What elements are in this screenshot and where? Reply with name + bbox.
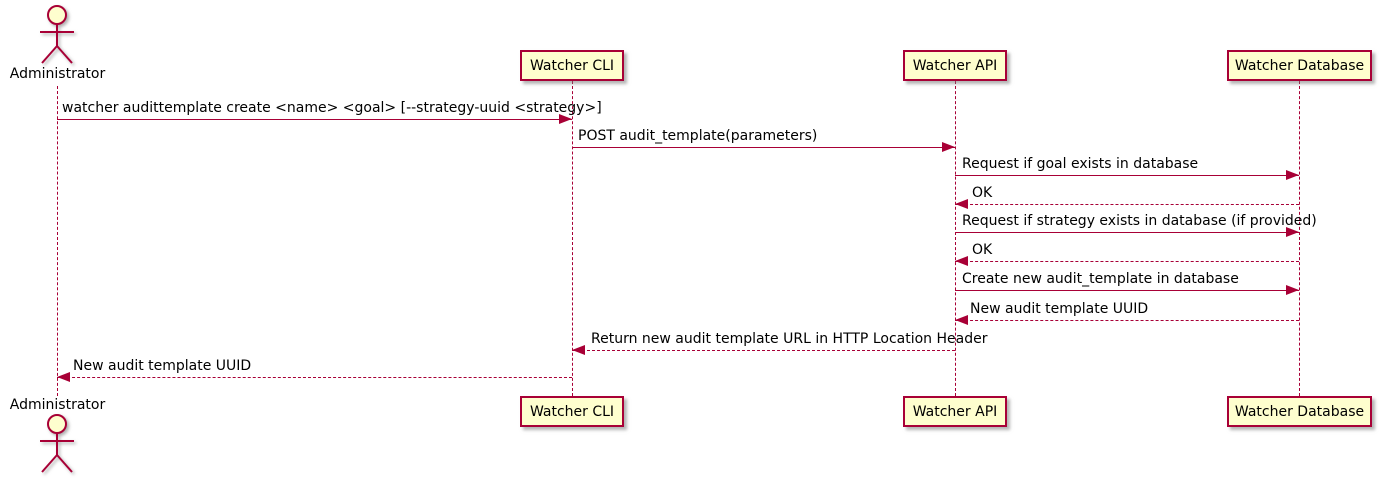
arrowhead-left-icon [57, 372, 70, 382]
participant-box-watcher-database-top: Watcher Database [1227, 50, 1372, 81]
message-label: POST audit_template(parameters) [578, 128, 818, 144]
message-arrow-line [955, 232, 1299, 233]
message-label: New audit template UUID [970, 301, 1149, 317]
lifeline-watcher-api [955, 81, 956, 396]
message-arrow-line [572, 350, 955, 351]
arrowhead-right-icon [1286, 227, 1299, 237]
participant-box-watcher-cli-bottom: Watcher CLI [520, 396, 624, 427]
message-arrow-line [955, 261, 1299, 262]
participant-label: Watcher CLI [529, 57, 615, 74]
arrowhead-right-icon [942, 142, 955, 152]
participant-box-watcher-api-bottom: Watcher API [903, 396, 1007, 427]
message-arrow-line [572, 147, 955, 148]
participant-label: Watcher Database [1234, 403, 1365, 420]
arrowhead-right-icon [559, 114, 572, 124]
participant-box-watcher-database-bottom: Watcher Database [1227, 396, 1372, 427]
arrowhead-left-icon [572, 345, 585, 355]
message-arrow-line [955, 204, 1299, 205]
message-arrow-line [57, 119, 572, 120]
arrowhead-left-icon [955, 199, 968, 209]
actor-figure-icon [31, 4, 83, 70]
message-label: Return new audit template URL in HTTP Lo… [591, 331, 988, 347]
message-label: OK [972, 185, 993, 201]
participant-label: Watcher API [912, 403, 998, 420]
message-arrow-line [57, 377, 572, 378]
lifeline-watcher-database [1299, 81, 1300, 396]
lifeline-administrator [57, 86, 58, 396]
message-label: Request if goal exists in database [962, 156, 1199, 172]
arrowhead-left-icon [955, 256, 968, 266]
participant-box-watcher-api-top: Watcher API [903, 50, 1007, 81]
arrowhead-right-icon [1286, 170, 1299, 180]
arrowhead-right-icon [1286, 285, 1299, 295]
participant-box-watcher-cli-top: Watcher CLI [520, 50, 624, 81]
participant-label: Watcher Database [1234, 57, 1365, 74]
message-label: Create new audit_template in database [962, 271, 1239, 287]
actor-label: Administrator [9, 66, 106, 82]
actor-figure-bottom-icon [31, 413, 83, 479]
message-label: watcher audittemplate create <name> <goa… [62, 100, 602, 116]
message-label: OK [972, 242, 993, 258]
actor-label-bottom: Administrator [9, 397, 106, 413]
message-arrow-line [955, 320, 1299, 321]
message-arrow-line [955, 175, 1299, 176]
lifeline-watcher-cli [572, 81, 573, 396]
message-label: New audit template UUID [73, 358, 252, 374]
participant-label: Watcher API [912, 57, 998, 74]
arrowhead-left-icon [955, 315, 968, 325]
message-label: Request if strategy exists in database (… [962, 213, 1317, 229]
participant-label: Watcher CLI [529, 403, 615, 420]
message-arrow-line [955, 290, 1299, 291]
